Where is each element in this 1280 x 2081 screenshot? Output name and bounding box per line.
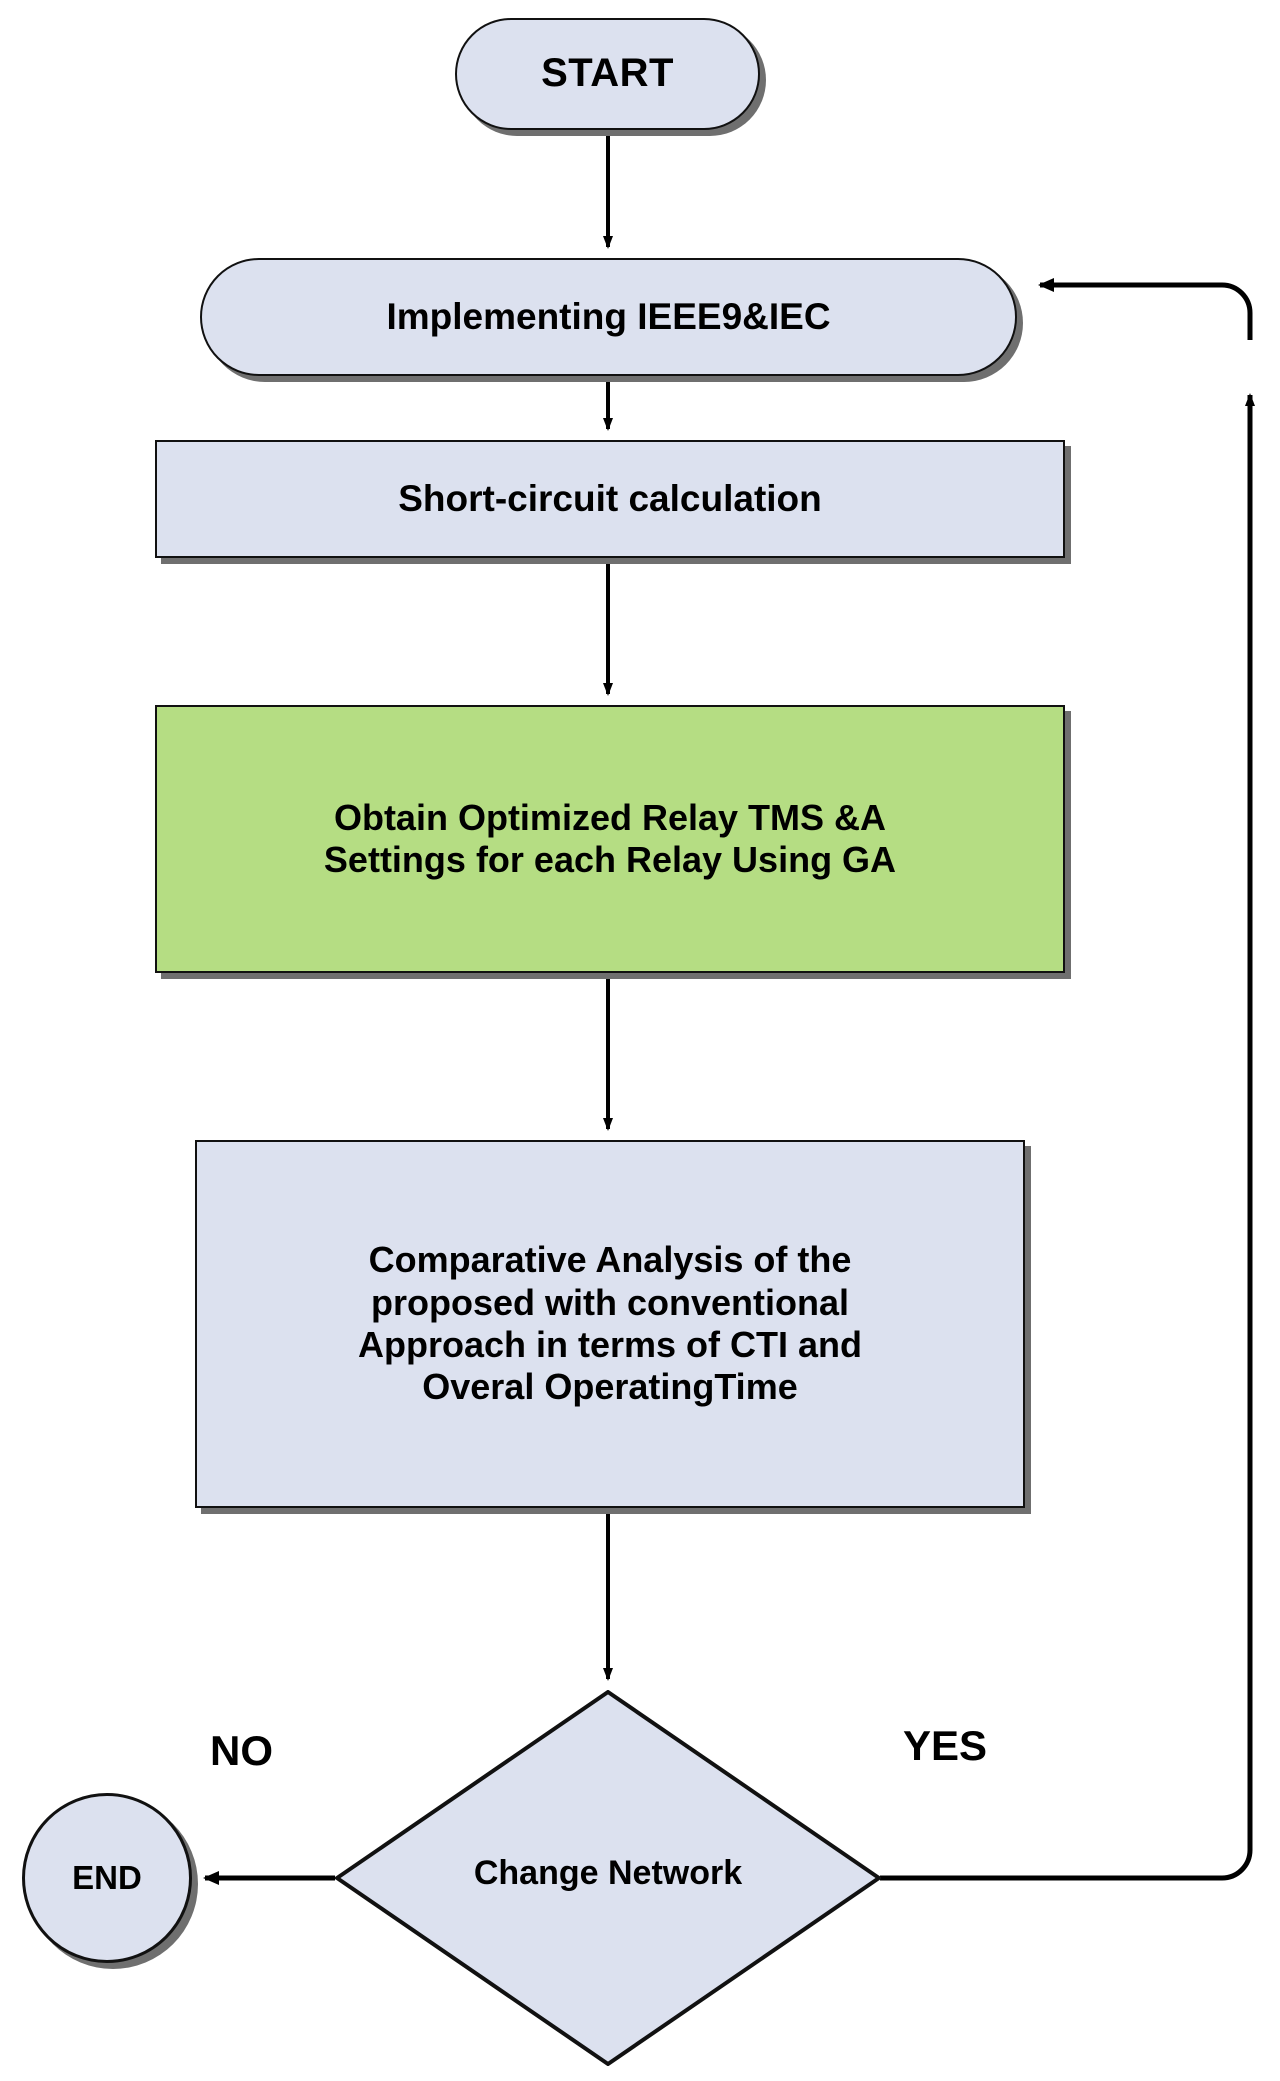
shortcircuit-node[interactable]: Short-circuit calculation bbox=[155, 440, 1065, 558]
compare-node-line-2: proposed with conventional bbox=[370, 1281, 849, 1323]
implement-node-label: Implementing IEEE9&IEC bbox=[386, 296, 831, 338]
decision-node-label: Change Network bbox=[473, 1853, 743, 1892]
decision-node-outline bbox=[335, 1690, 881, 2066]
start-node-label: START bbox=[541, 51, 674, 96]
optimize-node[interactable]: Obtain Optimized Relay TMS &A Settings f… bbox=[155, 705, 1065, 973]
compare-node[interactable]: Comparative Analysis of the proposed wit… bbox=[195, 1140, 1025, 1508]
compare-node-line-3: Approach in terms of CTI and bbox=[357, 1324, 863, 1365]
edge-label-yes: YES bbox=[903, 1722, 988, 1769]
start-node[interactable]: START bbox=[455, 18, 760, 130]
compare-node-label: Comparative Analysis of the proposed wit… bbox=[358, 1239, 862, 1409]
optimize-node-line-1: Obtain Optimized Relay TMS &A bbox=[333, 796, 887, 838]
edge-decision-to-implement bbox=[880, 278, 1255, 1881]
end-node-label: END bbox=[72, 1858, 142, 1896]
optimize-node-line-2: Settings for each Relay Using GA bbox=[323, 839, 897, 880]
decision-node[interactable]: Change Network bbox=[335, 1690, 881, 2066]
optimize-node-label: Obtain Optimized Relay TMS &A Settings f… bbox=[324, 797, 896, 882]
implement-node[interactable]: Implementing IEEE9&IEC bbox=[200, 258, 1017, 376]
shortcircuit-node-label: Short-circuit calculation bbox=[398, 478, 822, 520]
edge-label-no: NO bbox=[210, 1727, 273, 1774]
compare-node-line-4: Overal OperatingTime bbox=[422, 1366, 798, 1408]
end-node[interactable]: END bbox=[22, 1793, 192, 1963]
compare-node-line-1: Comparative Analysis of the bbox=[368, 1239, 852, 1281]
